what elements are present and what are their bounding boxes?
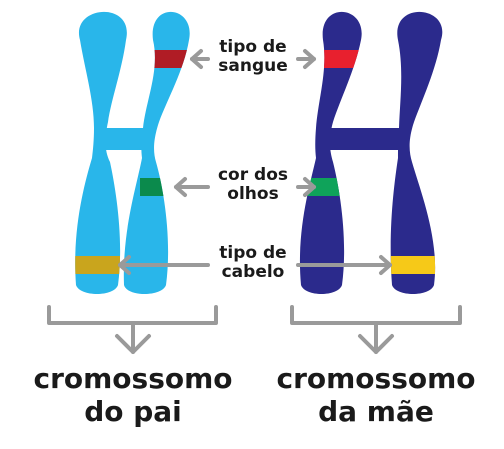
label-blood-type-line2: sangue	[218, 56, 288, 76]
label-eye-color: cor dos olhos	[198, 166, 308, 204]
mother-chromatid-right	[390, 11, 443, 295]
hair-type-arrows	[118, 255, 392, 275]
father-chromosome	[75, 11, 190, 295]
eye-color-arrows	[174, 177, 316, 197]
caption-father: cromossomo do pai	[18, 362, 248, 428]
father-chromatid-left	[75, 11, 127, 295]
label-eye-color-line2: olhos	[227, 184, 279, 204]
blood-type-arrows	[190, 49, 316, 69]
label-hair-type: tipo de cabelo	[198, 244, 308, 282]
mother-centromere	[325, 128, 405, 150]
label-blood-type-line1: tipo de	[219, 37, 287, 57]
caption-mother: cromossomo da mãe	[261, 362, 491, 428]
mother-chromatid-left	[299, 11, 362, 295]
caption-mother-line2: da mãe	[318, 395, 434, 428]
father-centromere	[100, 128, 150, 150]
father-chromatid-right	[123, 11, 190, 295]
label-hair-type-line1: tipo de	[219, 243, 287, 263]
caption-mother-line1: cromossomo	[276, 362, 476, 395]
label-hair-type-line2: cabelo	[221, 262, 285, 282]
caption-father-line2: do pai	[84, 395, 182, 428]
mother-bracket	[290, 305, 462, 354]
father-bracket	[47, 305, 218, 354]
label-eye-color-line1: cor dos	[217, 165, 289, 185]
mother-hair-type-band	[380, 256, 443, 274]
label-blood-type: tipo de sangue	[198, 38, 308, 76]
caption-father-line1: cromossomo	[33, 362, 233, 395]
father-hair-type-band	[75, 256, 120, 274]
mother-chromosome	[299, 11, 443, 295]
